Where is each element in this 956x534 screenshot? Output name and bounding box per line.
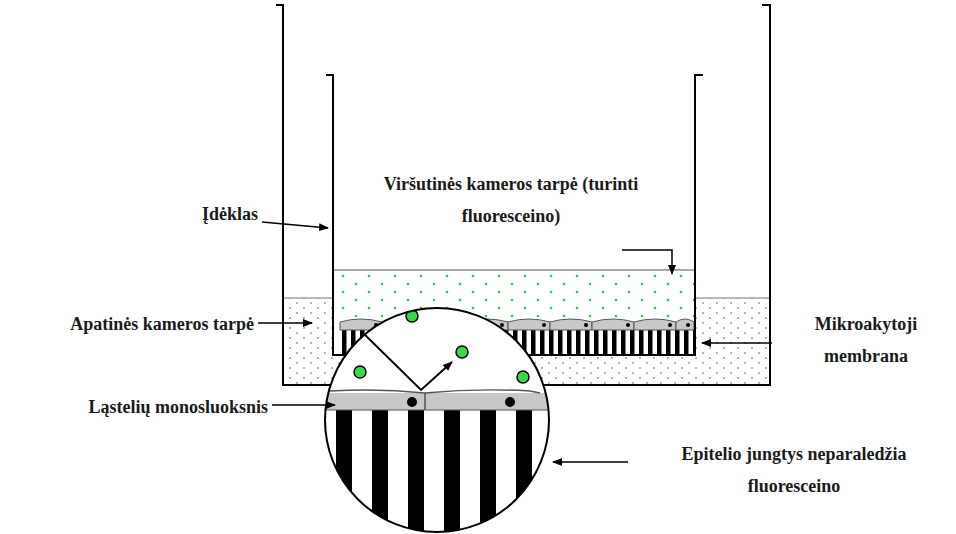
monolayer-label: Ląstelių monosluoksnis — [2, 391, 268, 423]
cell — [676, 319, 694, 330]
cell — [550, 319, 592, 330]
cell-junction — [626, 323, 630, 327]
cell-junction — [584, 323, 588, 327]
cell-junction — [542, 323, 546, 327]
cell — [634, 319, 676, 330]
cell-junction — [686, 323, 690, 327]
leader-lines — [258, 222, 772, 462]
cell — [508, 319, 550, 330]
insert-label: Įdėklas — [150, 198, 258, 230]
upper-medium — [334, 270, 694, 318]
cell-junction — [500, 323, 504, 327]
cell-junction — [668, 323, 672, 327]
junction-label: Epitelio jungtys neparaledžia fluorescei… — [636, 438, 952, 502]
upper-chamber-label: Viršutinės kameros tarpė (turinti fluore… — [380, 168, 642, 232]
membrane-label: Mikroakytoji membrana — [780, 308, 952, 372]
cell — [592, 319, 634, 330]
well — [276, 5, 770, 385]
insert — [326, 75, 703, 355]
lower-chamber-label: Apatinės kameros tarpė — [2, 308, 254, 340]
